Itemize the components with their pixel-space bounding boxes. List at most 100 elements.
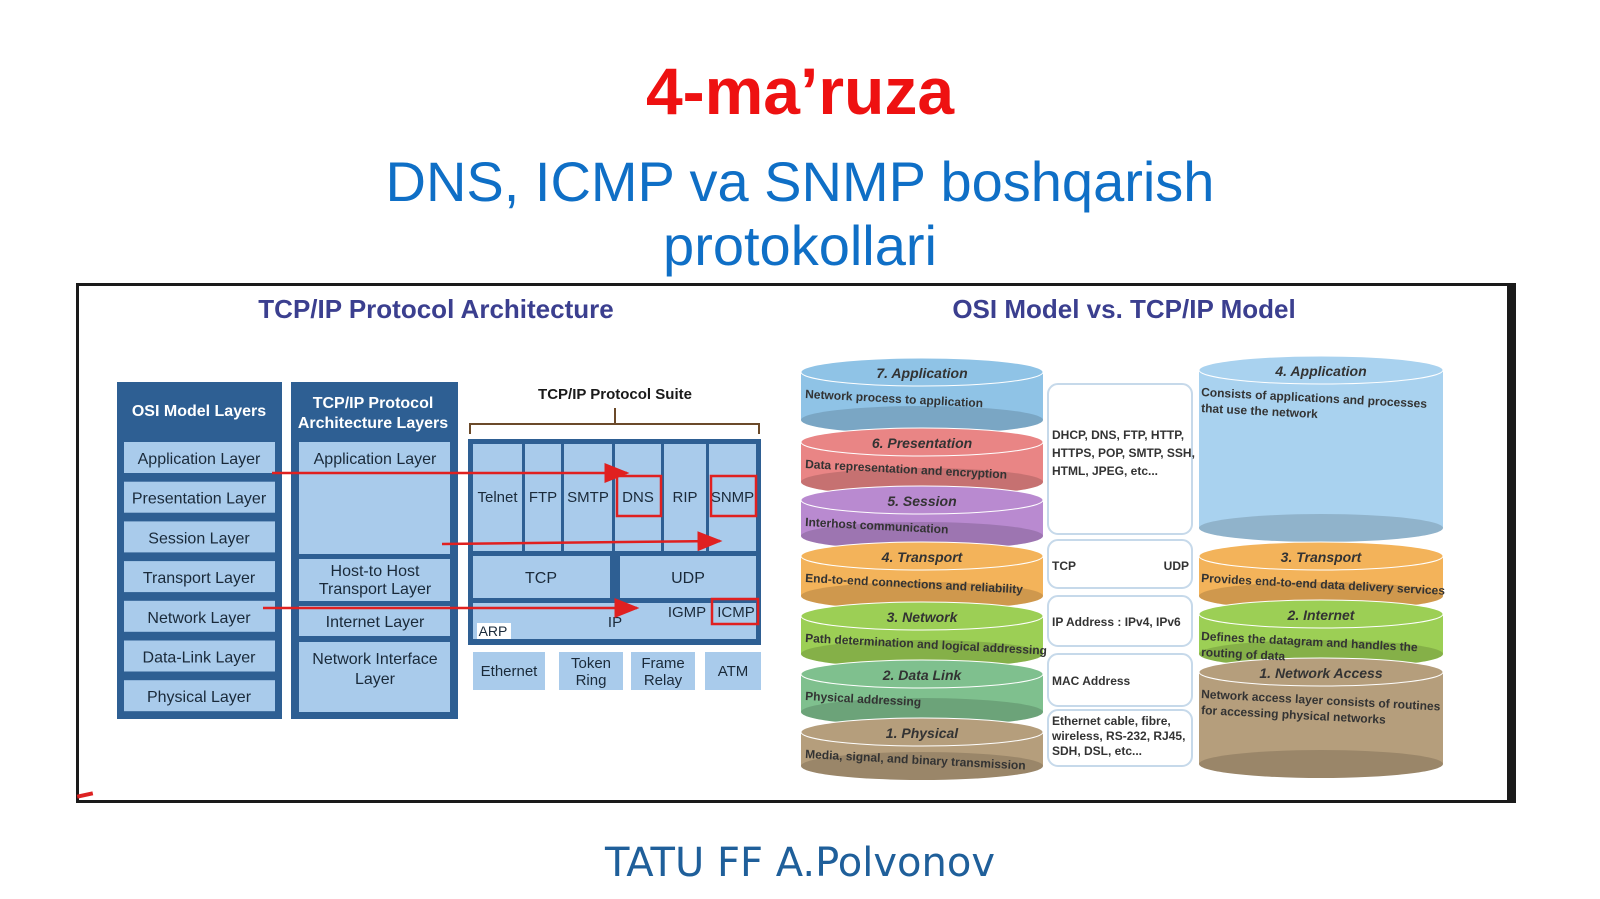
app-protocol-label: DNS (622, 489, 654, 506)
subtitle-line-2: protokollari (663, 214, 937, 277)
osi-layer-name: 5. Session (887, 493, 956, 509)
link-technology-box (705, 652, 761, 690)
app-protocol-box (473, 444, 522, 551)
link-technology-label: Ring (576, 672, 607, 689)
mapping-network-label: IP Address : IPv4, IPv6 (1052, 615, 1181, 629)
mapping-transport-box (1047, 539, 1193, 589)
tcpip-layer-description: routing of data (1201, 645, 1286, 663)
layer-cylinder-bottom (801, 698, 1043, 726)
left-diagram-heading: TCP/IP Protocol Architecture (258, 294, 613, 324)
tcpip-layer-name: 2. Internet (1287, 607, 1356, 623)
tcpip-netif-box (299, 642, 450, 712)
layer-cylinder-top (800, 427, 1044, 457)
layer-cylinder-bottom (801, 752, 1043, 780)
app-protocol-label: RIP (672, 489, 697, 506)
tcpip-netif-line-1: Network Interface (312, 651, 437, 668)
tcpip-header-line-1: TCP/IP Protocol (313, 395, 434, 412)
icmp-highlight (710, 597, 760, 626)
protocol-highlight (615, 474, 663, 518)
protocol-suite: TCP/IP Protocol Suite Telnet FTP SMTP DNS RI… (468, 386, 761, 690)
arp-box (477, 623, 511, 639)
layer-cylinder-top (1198, 599, 1444, 629)
link-technology-label: ATM (718, 663, 749, 680)
link-technology-label: Token (571, 655, 611, 672)
layer-cylinder-body (1199, 672, 1443, 764)
app-protocol-label: FTP (529, 489, 557, 506)
tcp-box (473, 556, 610, 598)
mapping-app-line-3: HTML, JPEG, etc... (1052, 464, 1158, 478)
layer-cylinder-top (800, 717, 1044, 747)
icmp-label: ICMP (717, 604, 755, 621)
arp-label: ARP (479, 623, 508, 639)
protocol-suite-label: TCP/IP Protocol Suite (538, 386, 692, 403)
mapping-transport-tcp: TCP (1052, 559, 1076, 573)
layer-cylinder-bottom (1199, 750, 1443, 778)
link-technology-box (559, 652, 623, 690)
tcpip-transport-box (299, 559, 450, 601)
layer-cylinder-top (800, 659, 1044, 689)
layer-cylinder-top (800, 601, 1044, 631)
osi-layer-box (124, 640, 275, 672)
app-protocol-label: Telnet (477, 489, 518, 506)
mapping-application-box (1047, 383, 1193, 535)
osi-layer-name: 7. Application (876, 365, 967, 381)
footer-author: TATU FF A.Polvonov (604, 840, 996, 886)
app-protocol-label: SMTP (567, 489, 609, 506)
osi-layer-name: 6. Presentation (872, 435, 972, 451)
protocol-suite-bracket (469, 408, 760, 434)
link-technology-label: Ethernet (481, 663, 539, 680)
mapping-network-box (1047, 595, 1193, 647)
mapping-physical-line-1: Ethernet cable, fibre, (1052, 714, 1171, 728)
mapping-column: DHCP, DNS, FTP, HTTP, HTTPS, POP, SMTP, … (1047, 383, 1195, 767)
layer-cylinder-top (800, 357, 1044, 387)
app-protocol-label: SNMP (711, 489, 754, 506)
igmp-label: IGMP (668, 604, 706, 621)
app-protocol-box (564, 444, 612, 551)
osi-layer-box (124, 521, 275, 553)
udp-box (620, 556, 756, 598)
right-diagram-heading: OSI Model vs. TCP/IP Model (952, 294, 1295, 324)
tcpip-application-space (299, 474, 450, 554)
tcpip-layer-name: 4. Application (1274, 363, 1366, 379)
osi-layer-label: Network Layer (147, 610, 251, 627)
osi-layer-label: Session Layer (148, 530, 250, 547)
mapping-app-line-1: DHCP, DNS, FTP, HTTP, (1052, 428, 1184, 442)
osi-layer-label: Transport Layer (143, 570, 256, 587)
osi-layer-box (124, 561, 275, 593)
osi-layer-box (124, 680, 275, 712)
mapping-app-line-2: HTTPS, POP, SMTP, SSH, (1052, 446, 1195, 460)
link-technology-box (631, 652, 695, 690)
tcpip-internet-box (299, 606, 450, 636)
diagram-frame: TCP/IP Protocol Architecture OSI Model L… (76, 283, 1516, 803)
mapping-arrows (263, 463, 723, 618)
layer-cylinder-bottom (801, 406, 1043, 434)
layer-cylinder-bottom (801, 522, 1043, 550)
mapping-datalink-box (1047, 653, 1193, 707)
tcpip-transport-line-2: Transport Layer (319, 581, 432, 598)
layer-cylinder-top (800, 541, 1044, 571)
tcpip-layer-description: that use the network (1201, 401, 1319, 421)
layer-cylinder-body (1199, 370, 1443, 528)
osi-layer-name: 4. Transport (881, 549, 964, 565)
osi-layer-label: Application Layer (138, 451, 261, 468)
udp-label: UDP (671, 570, 705, 587)
layer-cylinder-bottom (801, 640, 1043, 668)
slide-subtitle: DNS, ICMP va SNMP boshqarish protokollar… (0, 150, 1600, 278)
mapping-physical-line-3: SDH, DSL, etc... (1052, 744, 1142, 758)
tcpip-header-line-2: Architecture Layers (298, 415, 448, 432)
layer-cylinder-bottom (1199, 514, 1443, 542)
tcpip-application-box (299, 442, 450, 473)
subtitle-line-1: DNS, ICMP va SNMP boshqarish (385, 150, 1215, 213)
mapping-physical-box (1047, 709, 1193, 767)
app-protocol-box (615, 444, 661, 551)
osi-layer-name: 2. Data Link (882, 667, 963, 683)
osi-layer-label: Physical Layer (147, 689, 252, 706)
layer-cylinder-top (1198, 541, 1444, 571)
osi-layers-header: OSI Model Layers (132, 403, 266, 420)
mapping-datalink-label: MAC Address (1052, 674, 1131, 688)
osi-layer-label: Presentation Layer (132, 491, 267, 508)
layer-cylinder-bottom (801, 582, 1043, 610)
osi-layer-box (124, 600, 275, 632)
osi-layer-description: Physical addressing (805, 689, 922, 709)
